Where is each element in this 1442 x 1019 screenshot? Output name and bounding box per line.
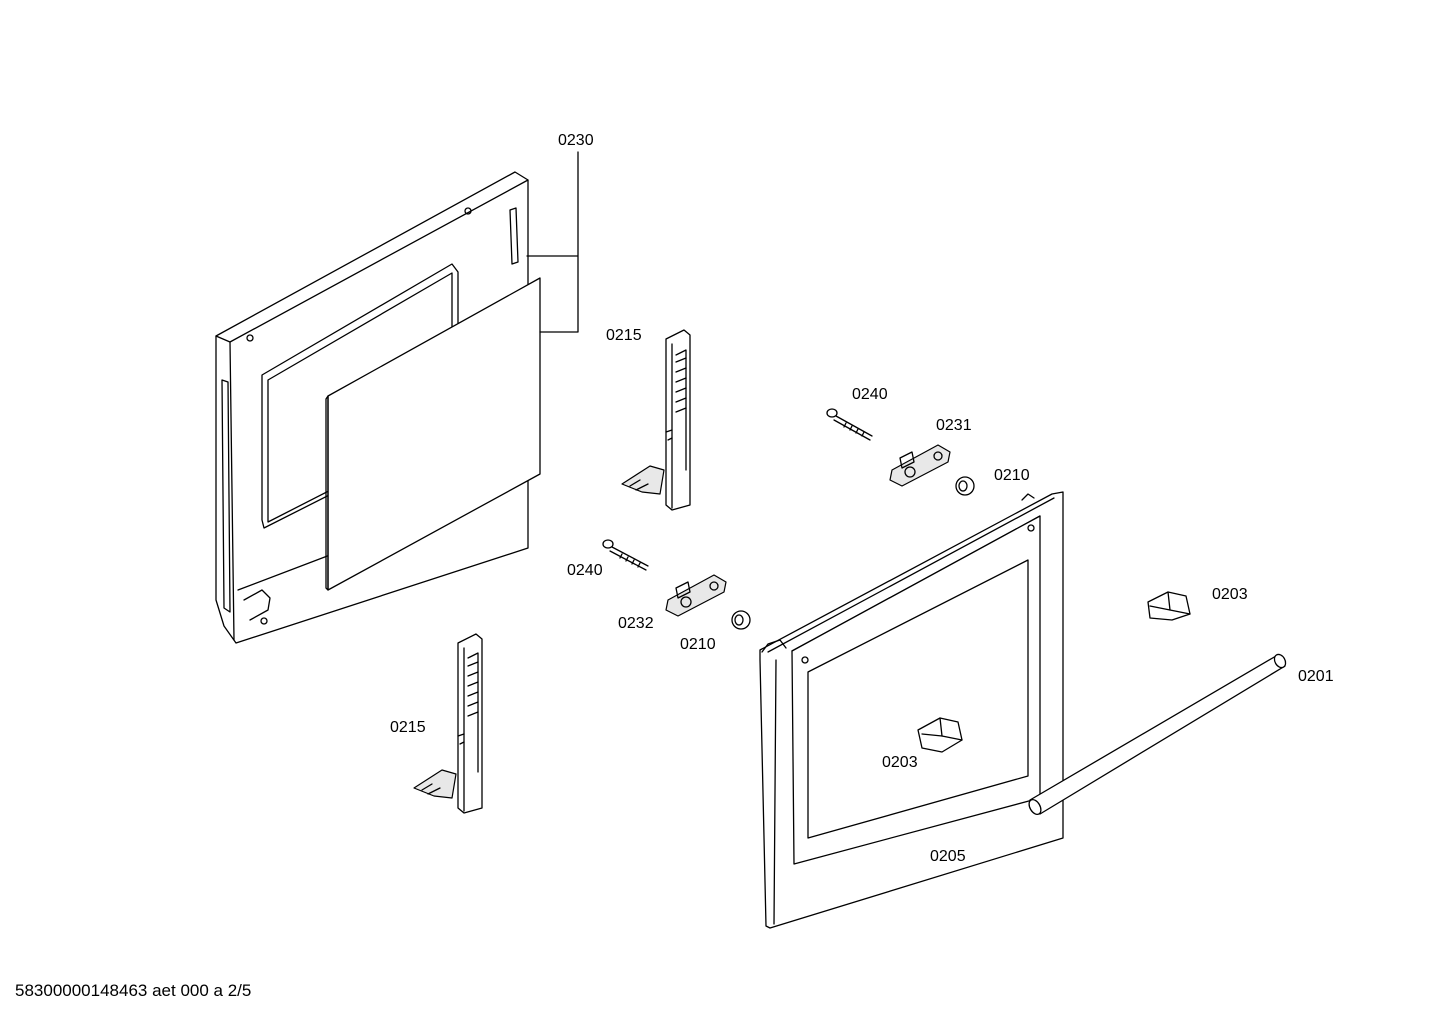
callout-0215-top: 0215	[606, 327, 642, 344]
handle-holder-right	[1147, 591, 1191, 621]
callout-0230: 0230	[558, 132, 594, 149]
bolt-middle	[602, 539, 649, 571]
callout-0201: 0201	[1298, 668, 1334, 685]
bolt-top	[826, 408, 873, 441]
handle-holder-door	[917, 717, 963, 753]
document-reference: 58300000148463 aet 000 a 2/5	[15, 981, 252, 1000]
hinge-bracket-0232	[665, 574, 727, 617]
callout-0210-middle: 0210	[680, 636, 716, 653]
handle-bar	[1028, 653, 1287, 816]
callout-0240-top: 0240	[852, 386, 888, 403]
cap-middle	[731, 610, 751, 630]
callout-0231: 0231	[936, 417, 972, 434]
callout-0203-right: 0203	[1212, 586, 1248, 603]
callout-0203-door: 0203	[882, 754, 918, 771]
outer-door	[759, 491, 1064, 929]
callout-0210-top: 0210	[994, 467, 1030, 484]
cap-top	[955, 476, 975, 496]
callout-leader-0230	[526, 151, 579, 333]
hinge-bracket-0231	[889, 444, 951, 487]
callout-0205: 0205	[930, 848, 966, 865]
hinge-top	[621, 329, 691, 511]
callout-0232: 0232	[618, 615, 654, 632]
inner-glass-pane	[325, 277, 541, 591]
hinge-bottom	[413, 633, 483, 814]
callout-0240-middle: 0240	[567, 562, 603, 579]
callout-0215-bottom: 0215	[390, 719, 426, 736]
